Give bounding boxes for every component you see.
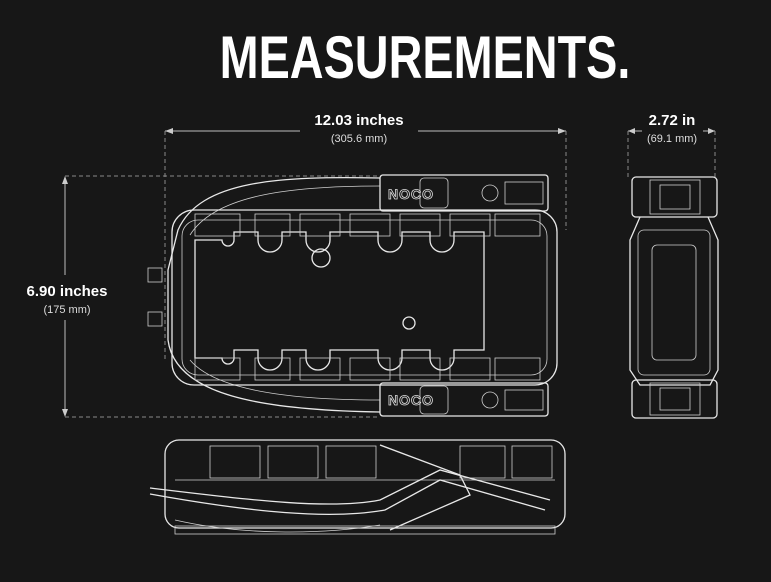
height-dimension: 6.90 inches (175 mm) xyxy=(27,175,380,418)
front-view-drawing xyxy=(149,439,566,535)
side-view-drawing xyxy=(629,176,719,419)
height-inches-label: 6.90 inches xyxy=(27,283,108,300)
page-title: MEASUREMENTS. xyxy=(220,24,631,91)
depth-dimension: 2.72 in (69.1 mm) xyxy=(627,112,716,180)
top-view-drawing: NOCO NOCO xyxy=(147,174,558,417)
length-dimension: 12.03 inches (305.6 mm) xyxy=(164,112,567,360)
height-mm-label: (175 mm) xyxy=(43,304,90,316)
depth-mm-label: (69.1 mm) xyxy=(647,133,697,145)
depth-inches-label: 2.72 in xyxy=(649,112,696,129)
brand-logo-top: NOCO xyxy=(388,186,434,202)
brand-logo-bottom: NOCO xyxy=(388,392,434,408)
length-mm-label: (305.6 mm) xyxy=(331,133,387,145)
length-inches-label: 12.03 inches xyxy=(314,112,403,129)
